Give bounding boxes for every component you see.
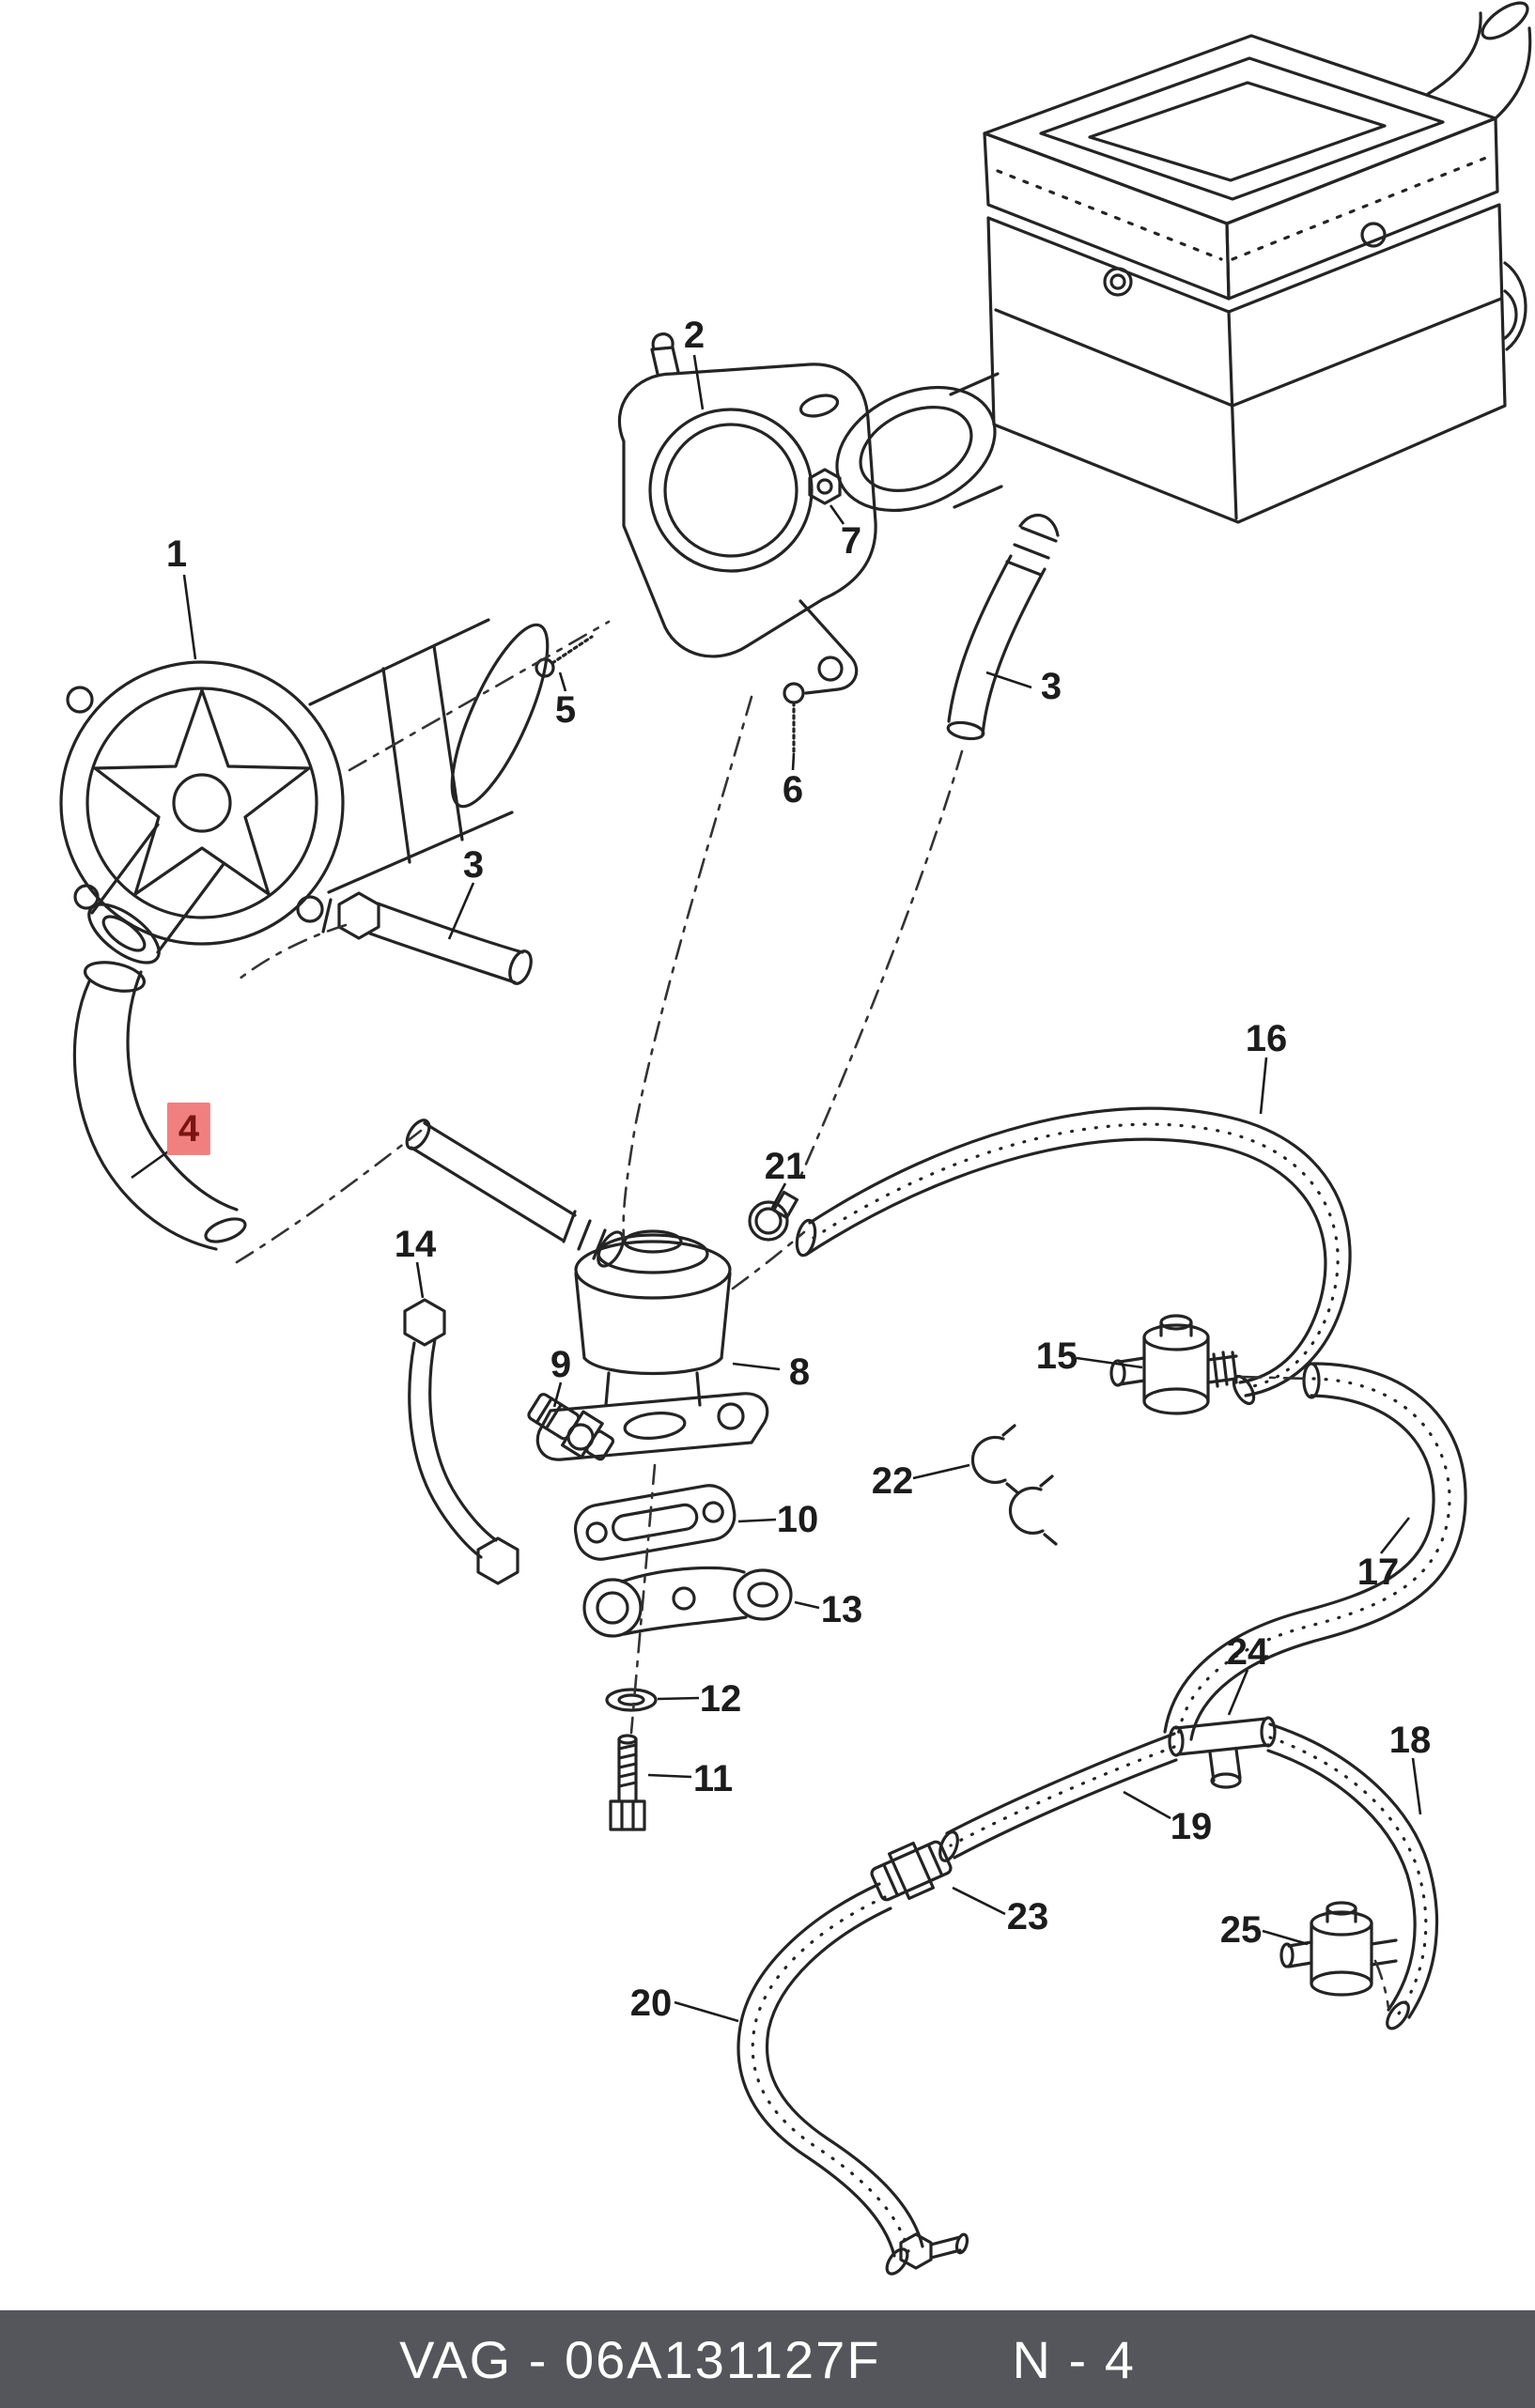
part-label-16[interactable]: 16 [1245, 1018, 1288, 1059]
part-label-23[interactable]: 23 [1006, 1896, 1049, 1937]
footer-part-number: VAG - 06A131127F [399, 2329, 881, 2389]
leader-lines [131, 354, 1422, 2023]
part-label-24[interactable]: 24 [1226, 1631, 1269, 1673]
part-label-3b[interactable]: 3 [462, 844, 485, 886]
part-label-15[interactable]: 15 [1035, 1335, 1078, 1377]
washer-12-drawing [605, 1688, 658, 1712]
nut-7-drawing [808, 468, 842, 505]
hose-3-right-drawing [946, 514, 1060, 741]
pipe-14-drawing [403, 1298, 519, 1585]
part-label-22[interactable]: 22 [871, 1460, 914, 1502]
part-label-25[interactable]: 25 [1219, 1909, 1263, 1951]
footer-bar: VAG - 06A131127F N - 4 [0, 2310, 1535, 2408]
part-label-8[interactable]: 8 [788, 1351, 811, 1393]
gasket-10-drawing [573, 1484, 736, 1561]
part-label-4[interactable]: 4 [166, 1103, 211, 1155]
footer-page-ref: N - 4 [1012, 2329, 1136, 2389]
part-label-10[interactable]: 10 [776, 1499, 819, 1540]
hose-4-drawing [72, 961, 247, 1251]
clamp-21-drawing [748, 1190, 799, 1242]
part-label-6[interactable]: 6 [782, 769, 804, 810]
part-label-12[interactable]: 12 [699, 1678, 742, 1720]
part-label-7[interactable]: 7 [840, 520, 862, 562]
part-label-2[interactable]: 2 [683, 315, 705, 356]
part-label-20[interactable]: 20 [629, 1983, 673, 2024]
combi-valve-drawing [535, 1229, 769, 1461]
hose-3-mid-drawing [321, 891, 533, 985]
bracket-13-drawing [582, 1566, 793, 1638]
part-label-17[interactable]: 17 [1357, 1551, 1400, 1593]
part-label-11[interactable]: 11 [692, 1758, 734, 1799]
bolt-11-drawing [609, 1734, 646, 1831]
screw-6-drawing [783, 682, 805, 753]
part-label-13[interactable]: 13 [820, 1589, 863, 1630]
connector-9-drawing [527, 1393, 615, 1461]
hose-17-drawing [1163, 1362, 1467, 1741]
air-pump-drawing [59, 618, 550, 965]
part-label-14[interactable]: 14 [394, 1224, 437, 1265]
part-label-19[interactable]: 19 [1170, 1806, 1213, 1847]
part-label-18[interactable]: 18 [1388, 1720, 1432, 1761]
mounting-bracket-drawing [617, 332, 877, 695]
part-label-9[interactable]: 9 [550, 1344, 572, 1385]
part-label-3a[interactable]: 3 [1040, 666, 1062, 707]
assembly-reference-lines [233, 620, 1390, 2010]
elbow-tube-drawing [405, 1119, 625, 1268]
hose-16-drawing [795, 1106, 1352, 1406]
part-label-1[interactable]: 1 [165, 533, 188, 575]
clips-22-drawing [970, 1424, 1058, 1546]
part-label-21[interactable]: 21 [764, 1146, 807, 1187]
valve-15-drawing [1109, 1314, 1238, 1415]
hose-18-drawing [1266, 1722, 1439, 2030]
t-piece-24-drawing [1168, 1716, 1277, 1789]
part-label-5[interactable]: 5 [554, 689, 577, 731]
hose-19-drawing [938, 1732, 1178, 1862]
hose-20-drawing [736, 1882, 969, 2276]
